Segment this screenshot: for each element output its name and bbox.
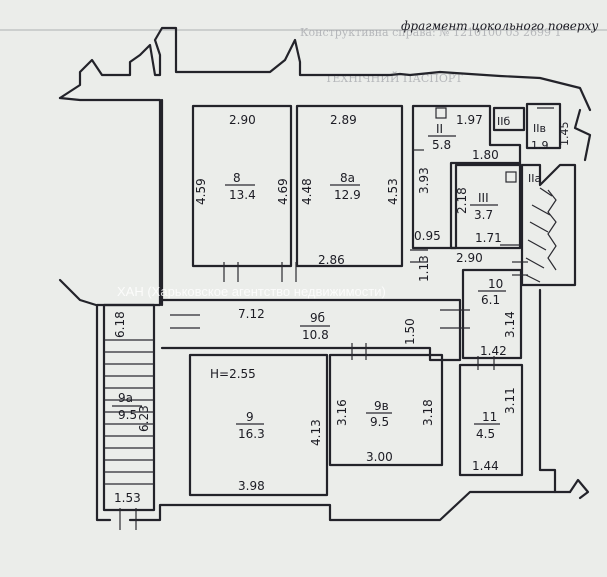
watermark: ХАН (Харьковское агентство недвижимости) xyxy=(117,284,386,299)
dim-r9v-left: 3.16 xyxy=(335,399,349,426)
dim-rIIv-side: 1.45 xyxy=(558,122,571,147)
outer-walls xyxy=(58,26,592,522)
dim-r10-side: 3.14 xyxy=(503,311,517,338)
room-9v-outline xyxy=(328,353,444,467)
dim-113: 1.13 xyxy=(417,255,431,282)
door-marks xyxy=(119,107,528,530)
svg-text:9в: 9в xyxy=(374,399,389,413)
dim-r11-bottom: 1.44 xyxy=(472,459,499,473)
svg-text:8а: 8а xyxy=(340,171,355,185)
room-8-outline xyxy=(191,104,293,268)
svg-text:6.1: 6.1 xyxy=(481,293,500,307)
dim-rIII-side: 2.18 xyxy=(455,187,469,214)
ceiling-height-label: H=2.55 xyxy=(210,367,256,381)
room-11-label: 11 4.5 xyxy=(474,410,500,441)
room-9a-outline xyxy=(102,303,156,512)
dim-r9-bottom: 3.98 xyxy=(238,479,265,493)
dim-r9-side: 4.13 xyxy=(309,419,323,446)
dim-r9v-bottom: 3.00 xyxy=(366,450,393,464)
room-9a-label: 9а 9.5 xyxy=(112,391,142,422)
dim-rIII-bottom: 1.71 xyxy=(475,231,502,245)
svg-text:16.3: 16.3 xyxy=(238,427,265,441)
svg-text:1.9: 1.9 xyxy=(531,139,549,152)
svg-text:9.5: 9.5 xyxy=(370,415,389,429)
room-11-outline xyxy=(458,363,524,477)
svg-text:9.5: 9.5 xyxy=(118,408,137,422)
dim-r9v-right: 3.18 xyxy=(421,399,435,426)
dim-rIII-top: 1.80 xyxy=(472,148,499,162)
dim-r8-top: 2.90 xyxy=(229,113,256,127)
svg-text:9а: 9а xyxy=(118,391,133,405)
stair-treads-9a xyxy=(104,339,154,485)
room-9v-label: 9в 9.5 xyxy=(366,399,392,429)
room-9-outline xyxy=(188,353,329,497)
dim-r9b-right: 1.50 xyxy=(403,318,417,345)
dim-rII-top: 1.97 xyxy=(456,113,483,127)
dim-r8a-bottom: 2.86 xyxy=(318,253,345,267)
svg-text:9б: 9б xyxy=(310,311,325,325)
svg-text:10.8: 10.8 xyxy=(302,328,329,342)
dim-rII-side: 3.93 xyxy=(417,167,431,194)
room-8-label: 8 13.4 xyxy=(225,171,256,202)
plan-title: фрагмент цокольного поверху xyxy=(401,19,598,33)
room-8a-label: 8а 12.9 xyxy=(330,171,361,202)
room-IIv-outline xyxy=(525,102,562,150)
svg-text:11: 11 xyxy=(482,410,497,424)
svg-text:10: 10 xyxy=(488,277,503,291)
svg-text:5.8: 5.8 xyxy=(432,138,451,152)
dim-r9a-side: 6.23 xyxy=(137,405,151,432)
room-IIb-label: IIб xyxy=(497,115,510,128)
dim-095: 0.95 xyxy=(414,229,441,243)
dim-r8a-top: 2.89 xyxy=(330,113,357,127)
svg-text:12.9: 12.9 xyxy=(334,188,361,202)
svg-text:8: 8 xyxy=(233,171,241,185)
dim-r8-right: 4.69 xyxy=(276,178,290,205)
dim-r9b-top: 7.12 xyxy=(238,307,265,321)
room-IIv-label: IIв 1.9 xyxy=(531,122,549,152)
svg-text:III: III xyxy=(478,191,489,205)
dim-290b: 2.90 xyxy=(456,251,483,265)
room-IIa-label: IIа xyxy=(528,172,541,185)
dim-r8a-right: 4.53 xyxy=(386,178,400,205)
room-9-label: 9 16.3 xyxy=(236,410,265,441)
room-II-label: II 5.8 xyxy=(428,122,456,152)
svg-text:13.4: 13.4 xyxy=(229,188,256,202)
svg-text:4.5: 4.5 xyxy=(476,427,495,441)
svg-text:3.7: 3.7 xyxy=(474,208,493,222)
room-IIb-outline xyxy=(492,106,526,132)
room-10-outline xyxy=(461,268,523,360)
dim-r9a-bottom: 1.53 xyxy=(114,491,141,505)
room-10-label: 10 6.1 xyxy=(478,277,506,307)
room-III-outline xyxy=(449,161,522,250)
stair-lines xyxy=(525,187,557,283)
dim-r11-side: 3.11 xyxy=(503,387,517,414)
dim-r8-left: 4.59 xyxy=(194,178,208,205)
dim-r9a-top: 6.18 xyxy=(113,311,127,338)
dim-r10-bottom: 1.42 xyxy=(480,344,507,358)
svg-text:IIв: IIв xyxy=(533,122,546,135)
room-III-label: III 3.7 xyxy=(470,191,498,222)
svg-text:II: II xyxy=(436,122,443,136)
room-9b-label: 9б 10.8 xyxy=(300,311,330,342)
room-8a-outline xyxy=(295,104,404,268)
dim-r8a-left: 4.48 xyxy=(300,178,314,205)
svg-text:9: 9 xyxy=(246,410,254,424)
background-print-top: Конструктивна справа: № 1210100 03 2699 … xyxy=(300,26,562,39)
